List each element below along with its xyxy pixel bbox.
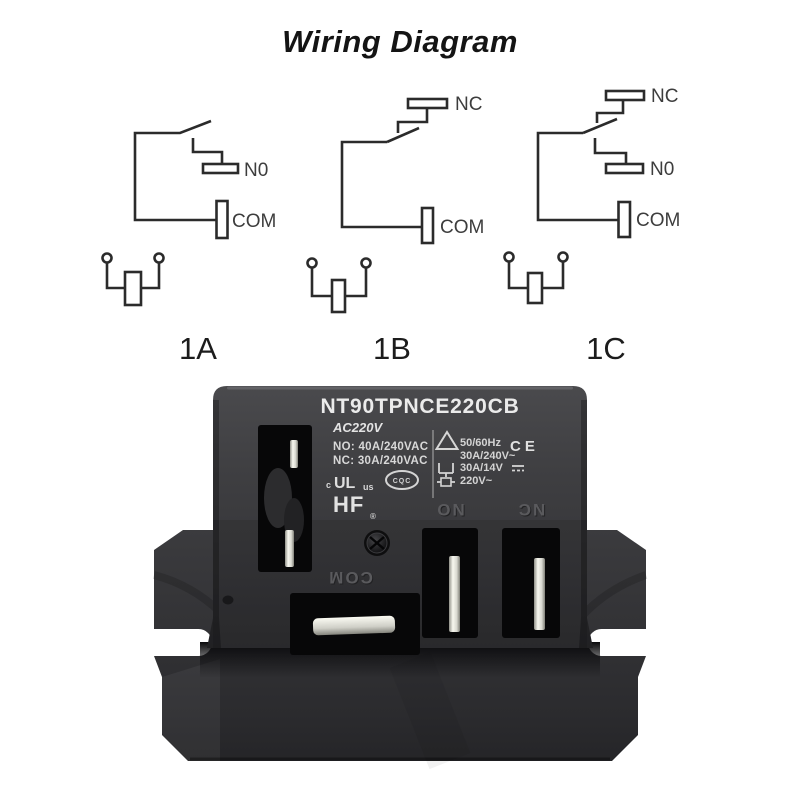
coil-symbol-1c <box>503 251 569 305</box>
nc-branch-wire <box>595 100 625 123</box>
svg-text:NO: NO <box>435 500 465 519</box>
nc-branch-wire <box>396 108 429 133</box>
molded-nc-label: NC NC <box>517 500 547 520</box>
svg-text:COM: COM <box>327 568 373 587</box>
switch-circuit-1b <box>340 97 449 245</box>
screw-cross-slot <box>369 536 385 550</box>
relay-model: NT90TPNCE220CB <box>320 395 519 418</box>
cqc-mark: CQC <box>385 470 419 490</box>
no-terminal-label: N0 <box>244 160 268 181</box>
com-terminal-blade <box>312 615 396 636</box>
wiring-diagram-1c: NC N0 COM 1C <box>503 86 680 366</box>
ul-mark: c UL us <box>326 475 374 492</box>
com-terminal-symbol <box>420 206 435 245</box>
relay-nc-rating: NC: 30A/240VAC <box>333 455 428 467</box>
coil-wire <box>507 261 528 290</box>
ul-mark-c: c <box>326 480 331 490</box>
nc-terminal-symbol <box>406 97 449 110</box>
nc-terminal-symbol <box>604 89 646 102</box>
spec-frequency: 50/60Hz <box>460 437 501 449</box>
body-left-edge-shadow <box>207 400 221 648</box>
warning-triangle-icon <box>434 430 460 450</box>
diagram-label-1c: 1C <box>586 331 626 366</box>
nc-terminal-blade <box>534 558 545 630</box>
nc-terminal-slot <box>502 528 560 638</box>
svg-text:COM: COM <box>328 569 374 588</box>
com-terminal-label: COM <box>636 210 680 231</box>
coil-pin-circle <box>153 252 165 264</box>
wiring-diagram-1a: N0 COM 1A <box>101 119 276 366</box>
coil-symbol-1b <box>306 257 372 314</box>
brand-logo-text: HF <box>333 492 364 517</box>
coil-pin-circle <box>557 251 569 263</box>
diagram-label-1b: 1B <box>373 331 411 366</box>
no-terminal-label: N0 <box>650 159 674 180</box>
coil-pin-top <box>290 440 298 468</box>
switch-blade-and-wire <box>133 119 216 222</box>
spec-coil-voltage: 220V~ <box>460 475 493 487</box>
coil-pin-circle <box>360 257 372 269</box>
relay-coil-voltage: AC220V <box>332 420 383 435</box>
switch-blade <box>582 117 618 135</box>
coil-wire <box>141 262 161 290</box>
vent-hole <box>222 595 234 605</box>
page-title: Wiring Diagram <box>282 24 518 59</box>
com-terminal-label: COM <box>232 211 276 232</box>
contact-symbol-icon <box>438 463 454 477</box>
shading-overlay <box>162 659 220 761</box>
coil-pin-circle <box>503 251 515 263</box>
coil-wire <box>105 262 125 290</box>
com-terminal-label: COM <box>440 217 484 238</box>
coil-body-symbol <box>526 271 544 305</box>
common-wire <box>340 140 422 229</box>
svg-text:NC: NC <box>517 500 546 519</box>
no-terminal-blade <box>449 556 460 632</box>
molded-com-label: COM COM <box>327 568 374 588</box>
ul-mark-logo: UL <box>334 475 356 492</box>
coil-pin-bottom <box>285 530 294 567</box>
coil-symbol-1a <box>101 252 165 307</box>
coil-symbol-icon <box>437 477 455 487</box>
nc-terminal-label: NC <box>651 86 678 107</box>
brand-logo: HF ® <box>333 492 376 521</box>
relay-no-rating: NO: 40A/240VAC <box>333 441 428 453</box>
wiring-diagram-1b: NC COM 1B <box>306 94 484 366</box>
relay-product-photo: NT90TPNCE220CB AC220V NO: 40A/240VAC NC:… <box>136 386 664 770</box>
svg-text:NO: NO <box>436 501 466 520</box>
molded-no-label: NO NO <box>435 500 466 520</box>
coil-body-symbol <box>123 270 143 307</box>
svg-text:NC: NC <box>518 501 547 520</box>
coil-pin-circle <box>306 257 318 269</box>
no-branch-wire <box>593 138 628 164</box>
com-terminal-symbol <box>617 200 632 239</box>
no-terminal-symbol <box>604 162 645 175</box>
flange-screw-slot-left <box>136 629 212 656</box>
coil-wire <box>345 267 368 298</box>
coil-pin-circle <box>101 252 113 264</box>
switch-circuit-1c <box>536 89 646 239</box>
no-branch-wire <box>191 138 224 164</box>
nc-terminal-label: NC <box>455 94 482 115</box>
cqc-oval-icon <box>385 470 419 490</box>
mounting-screw <box>364 530 390 556</box>
ul-mark-us: us <box>363 482 374 492</box>
spec-ac-rating: 30A/240V~ <box>460 450 516 462</box>
switch-blade <box>386 126 420 144</box>
coil-wire <box>542 261 565 290</box>
com-terminal-symbol <box>215 199 229 240</box>
registered-mark: ® <box>370 512 376 521</box>
diagram-label-1a: 1A <box>179 331 217 366</box>
coil-symbol-box <box>440 477 452 487</box>
switch-circuit-1a <box>133 119 240 240</box>
coil-wire <box>310 267 332 298</box>
cqc-text: CQC <box>393 478 412 485</box>
common-wire <box>536 131 618 222</box>
flange-screw-slot-right <box>588 629 664 656</box>
no-terminal-symbol <box>201 162 240 175</box>
body-top-highlight <box>227 386 573 390</box>
ce-mark: CE <box>510 438 539 455</box>
body-right-edge-shadow <box>579 400 593 648</box>
coil-body-symbol <box>330 278 347 314</box>
spec-dc-rating: 30A/14V <box>460 462 503 474</box>
